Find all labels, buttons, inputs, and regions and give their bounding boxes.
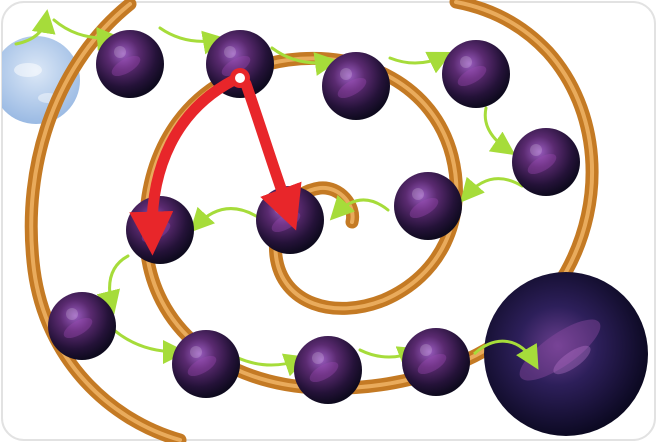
purple-sphere-icon: [402, 328, 470, 396]
green-curved-arrow-icon: [112, 328, 187, 365]
red-jump-arrow-left: [129, 74, 240, 256]
green-curved-arrow-icon: [460, 176, 524, 203]
purple-sphere-icon: [294, 336, 362, 404]
purple-sphere-icon: [442, 40, 510, 108]
purple-sphere-icon: [172, 330, 240, 398]
purple-sphere-icon: [126, 196, 194, 264]
jump-origin-center: [235, 73, 245, 83]
green-curved-arrow-icon: [270, 46, 339, 76]
purple-sphere-icon: [256, 186, 324, 254]
galaxy-disc-icon: [484, 272, 648, 436]
green-curved-arrow-icon: [52, 18, 121, 51]
purple-sphere-icon: [96, 30, 164, 98]
red-jump-arrow-right: [240, 78, 302, 231]
purple-sphere-icon: [322, 52, 390, 120]
purple-sphere-icon: [512, 128, 580, 196]
small-arrows: [14, 9, 524, 377]
purple-sphere-icon: [394, 172, 462, 240]
green-curved-arrow-icon: [388, 51, 453, 74]
green-curved-arrow-icon: [483, 106, 516, 156]
red-jump-arrow-icon: [129, 74, 302, 256]
green-curved-arrow-icon: [158, 26, 227, 55]
green-curved-arrow-icon: [236, 353, 309, 377]
green-curved-arrow-icon: [96, 254, 130, 315]
green-curved-arrow-icon: [329, 194, 390, 221]
purple-sphere-icon: [48, 292, 116, 360]
green-curved-arrow-icon: [189, 206, 258, 233]
green-curved-arrow-icon: [14, 9, 56, 46]
green-curved-arrow-icon: [472, 339, 539, 370]
